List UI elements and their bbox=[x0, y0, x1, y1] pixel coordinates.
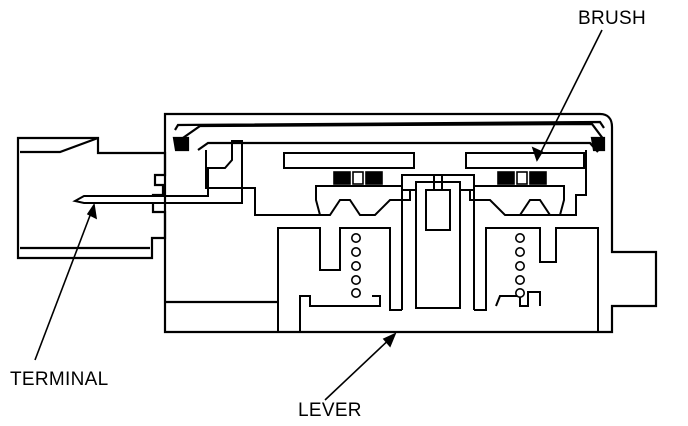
label-terminal: TERMINAL bbox=[10, 369, 108, 390]
label-brush: BRUSH bbox=[578, 8, 646, 29]
return-springs bbox=[350, 233, 525, 298]
central-lever-shaft bbox=[401, 174, 475, 310]
leader-lines bbox=[34, 29, 603, 401]
label-lever: LEVER bbox=[298, 400, 362, 421]
resistor-plates bbox=[283, 152, 585, 169]
lower-chambers bbox=[277, 227, 599, 332]
main-housing bbox=[163, 112, 658, 334]
housing-cover bbox=[172, 120, 606, 153]
rotor-carrier bbox=[315, 185, 565, 216]
brush-contacts bbox=[333, 171, 547, 185]
terminal-pin bbox=[72, 140, 243, 204]
